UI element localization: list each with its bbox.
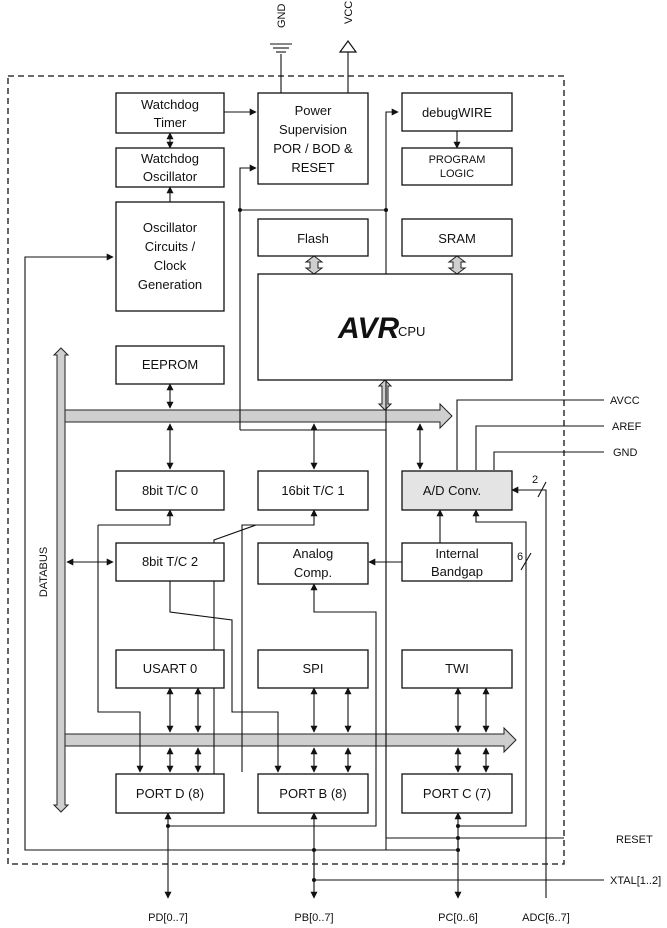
power-line1: Power: [295, 103, 333, 118]
power-line3: POR / BOD &: [273, 141, 353, 156]
portb-label: PORT B (8): [279, 786, 346, 801]
block-flash: Flash: [257, 218, 369, 257]
gnd-top-label: GND: [276, 4, 288, 29]
osc-line2: Circuits /: [145, 239, 196, 254]
bandgap-line2: Bandgap: [431, 564, 483, 579]
portc-label: PORT C (7): [423, 786, 491, 801]
block-debugwire: debugWIRE: [401, 92, 513, 132]
eeprom-label: EEPROM: [142, 357, 198, 372]
watchdog-osc-line1: Watchdog: [141, 151, 199, 166]
avcc-label: AVCC: [610, 395, 640, 407]
adc-label: A/D Conv.: [423, 483, 481, 498]
wires: 2 6: [24, 39, 604, 899]
block-cpu: AVR CPU: [257, 273, 513, 381]
spi-label: SPI: [303, 661, 324, 676]
tc0-label: 8bit T/C 0: [142, 483, 198, 498]
adc-pins-label: ADC[6..7]: [522, 912, 570, 924]
cpu-label: CPU: [398, 324, 425, 339]
block-oscillator-circuits: Oscillator Circuits / Clock Generation: [115, 201, 225, 312]
sram-label: SRAM: [438, 231, 476, 246]
reset-label: RESET: [616, 834, 653, 846]
block-adc: A/D Conv.: [401, 470, 513, 511]
block-port-d: PORT D (8): [115, 773, 225, 814]
databus-label: DATABUS: [38, 547, 50, 597]
block-analog-comp: Analog Comp.: [257, 542, 369, 585]
gnd-right-label: GND: [613, 447, 638, 459]
program-logic-line1: PROGRAM: [429, 154, 486, 166]
block-spi: SPI: [257, 649, 369, 689]
watchdog-osc-line2: Oscillator: [143, 169, 198, 184]
chip-boundary: [7, 75, 565, 865]
avr-logo: AVR: [337, 312, 399, 345]
block-bandgap: Internal Bandgap: [401, 542, 513, 582]
analog-comp-line1: Analog: [293, 546, 333, 561]
tc2-label: 8bit T/C 2: [142, 554, 198, 569]
osc-line1: Oscillator: [143, 220, 198, 235]
debugwire-label: debugWIRE: [422, 105, 492, 120]
tc1-label: 16bit T/C 1: [281, 483, 344, 498]
bus-width-6: 6: [517, 551, 523, 563]
block-port-c: PORT C (7): [401, 773, 513, 814]
bandgap-line1: Internal: [435, 546, 478, 561]
usart-label: USART 0: [143, 661, 197, 676]
bus-width-2: 2: [532, 474, 538, 486]
block-twi: TWI: [401, 649, 513, 689]
xtal-label: XTAL[1..2]: [610, 875, 661, 887]
flash-label: Flash: [297, 231, 329, 246]
pc-label: PC[0..6]: [438, 912, 478, 924]
twi-label: TWI: [445, 661, 469, 676]
block-watchdog-timer: Watchdog Timer: [115, 92, 225, 134]
watchdog-timer-line2: Timer: [154, 115, 187, 130]
pb-label: PB[0..7]: [294, 912, 333, 924]
power-line2: Supervision: [279, 122, 347, 137]
aref-label: AREF: [612, 421, 642, 433]
pd-label: PD[0..7]: [148, 912, 188, 924]
block-tc1: 16bit T/C 1: [257, 470, 369, 511]
block-program-logic: PROGRAM LOGIC: [401, 147, 513, 186]
block-eeprom: EEPROM: [115, 345, 225, 385]
power-line4: RESET: [291, 160, 334, 175]
osc-line4: Generation: [138, 277, 202, 292]
block-power-supervision: Power Supervision POR / BOD & RESET: [257, 92, 369, 185]
vcc-top-label: VCC: [343, 1, 355, 24]
portd-label: PORT D (8): [136, 786, 204, 801]
watchdog-timer-line1: Watchdog: [141, 97, 199, 112]
program-logic-line2: LOGIC: [440, 168, 474, 180]
block-usart: USART 0: [115, 649, 225, 689]
databus: [52, 255, 517, 813]
block-tc2: 8bit T/C 2: [115, 542, 225, 582]
osc-line3: Clock: [154, 258, 187, 273]
block-watchdog-oscillator: Watchdog Oscillator: [115, 147, 225, 188]
block-port-b: PORT B (8): [257, 773, 369, 814]
analog-comp-line2: Comp.: [294, 565, 332, 580]
block-sram: SRAM: [401, 218, 513, 257]
block-tc0: 8bit T/C 0: [115, 470, 225, 511]
